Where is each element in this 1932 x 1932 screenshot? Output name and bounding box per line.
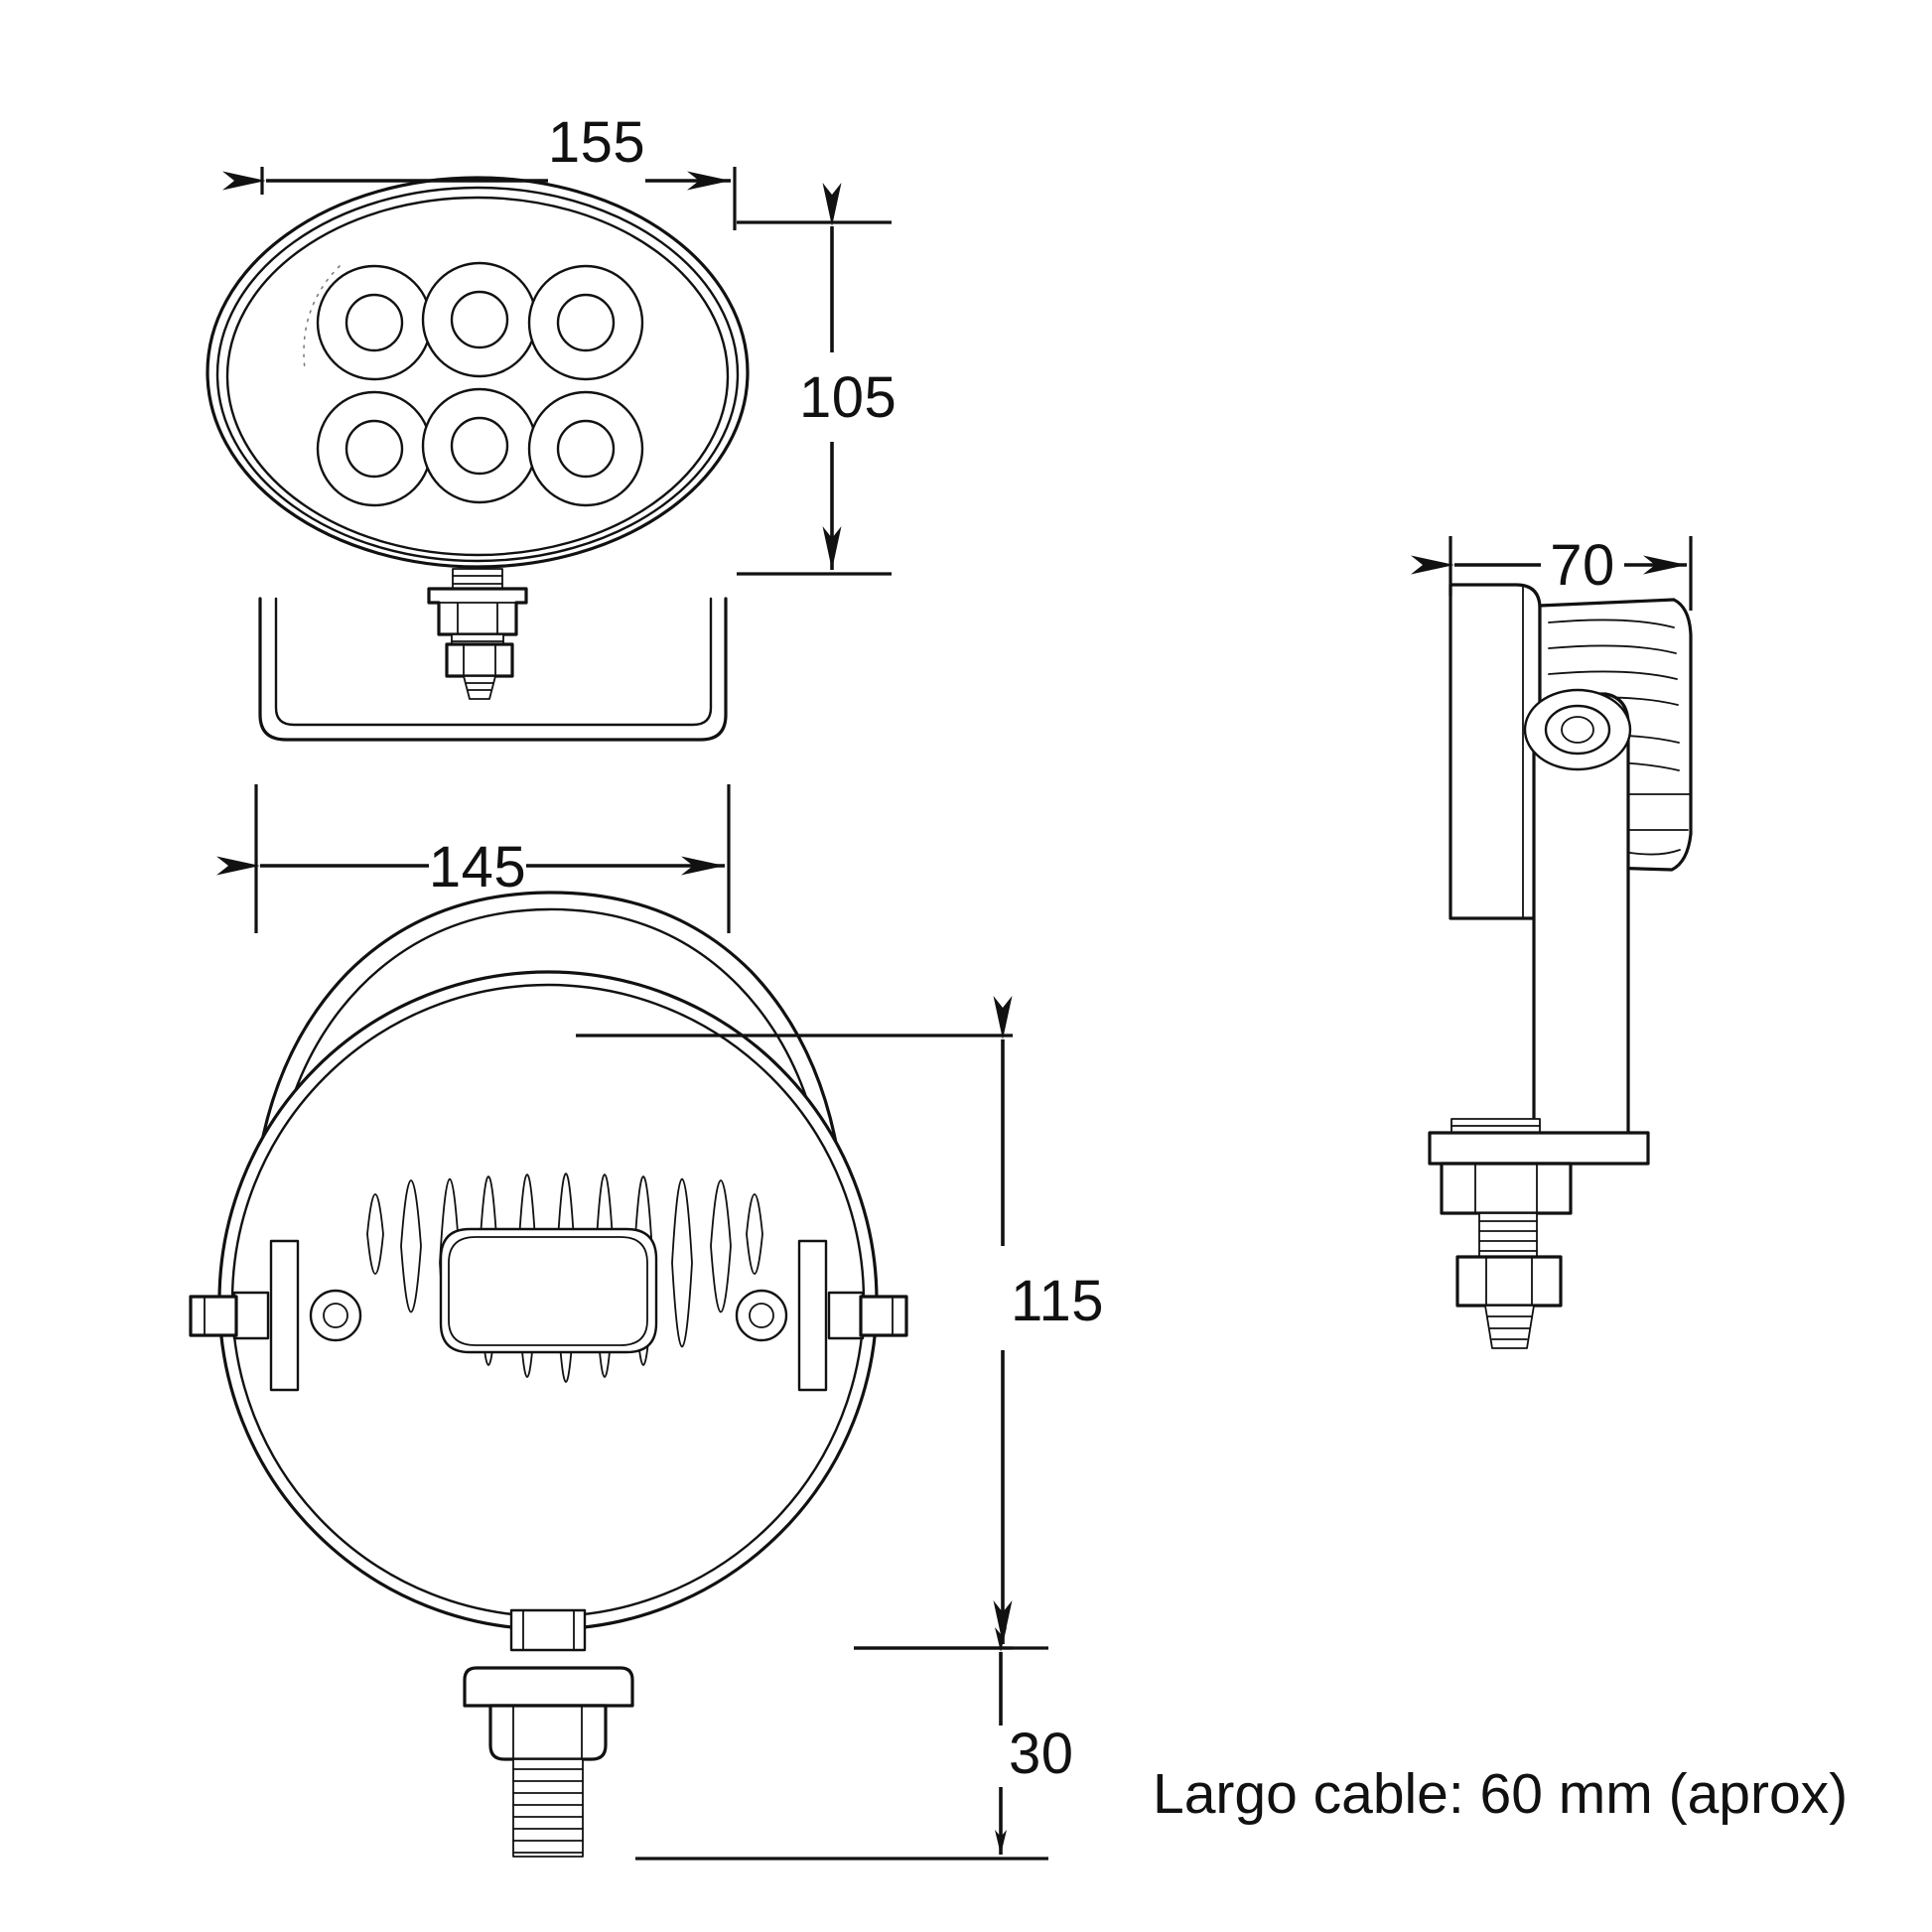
dim-105: 105: [737, 183, 897, 576]
side-view-bracket-arm: [1523, 688, 1632, 1152]
rear-view-center-clamp: [509, 1608, 587, 1652]
side-view: [1428, 583, 1693, 1349]
rear-view: [189, 891, 908, 1858]
side-view-lens-plate: [1449, 583, 1542, 920]
rear-view-mounting-stud: [463, 1666, 634, 1858]
front-view: [206, 176, 750, 742]
dim-115-label: 115: [1011, 1269, 1104, 1333]
led-reflector: [421, 261, 538, 378]
led-reflector: [527, 390, 644, 507]
dim-145: 145: [216, 784, 731, 933]
dim-145-label: 145: [429, 835, 526, 899]
front-view-led-array: [316, 261, 644, 507]
led-reflector: [316, 264, 433, 381]
dim-105-label: 105: [799, 365, 897, 430]
dim-155-label: 155: [548, 110, 645, 175]
front-view-bracket: [258, 597, 728, 742]
rear-view-connector-block: [439, 1227, 658, 1354]
dim-70: 70: [1411, 533, 1693, 611]
led-reflector: [421, 387, 538, 504]
dim-70-label: 70: [1550, 533, 1615, 598]
dim-155: 155: [222, 110, 737, 230]
front-view-mounting-stud: [427, 568, 528, 700]
cable-length-note: Largo cable: 60 mm (aprox): [1153, 1762, 1848, 1826]
dim-30-label: 30: [1009, 1722, 1074, 1786]
rear-view-pivot-knob-left: [189, 1239, 362, 1392]
rear-view-pivot-knob-right: [735, 1239, 908, 1392]
side-view-mounting-stud: [1428, 1118, 1650, 1349]
led-reflector: [527, 264, 644, 381]
led-reflector: [316, 390, 433, 507]
dim-30: 30: [635, 1627, 1074, 1861]
